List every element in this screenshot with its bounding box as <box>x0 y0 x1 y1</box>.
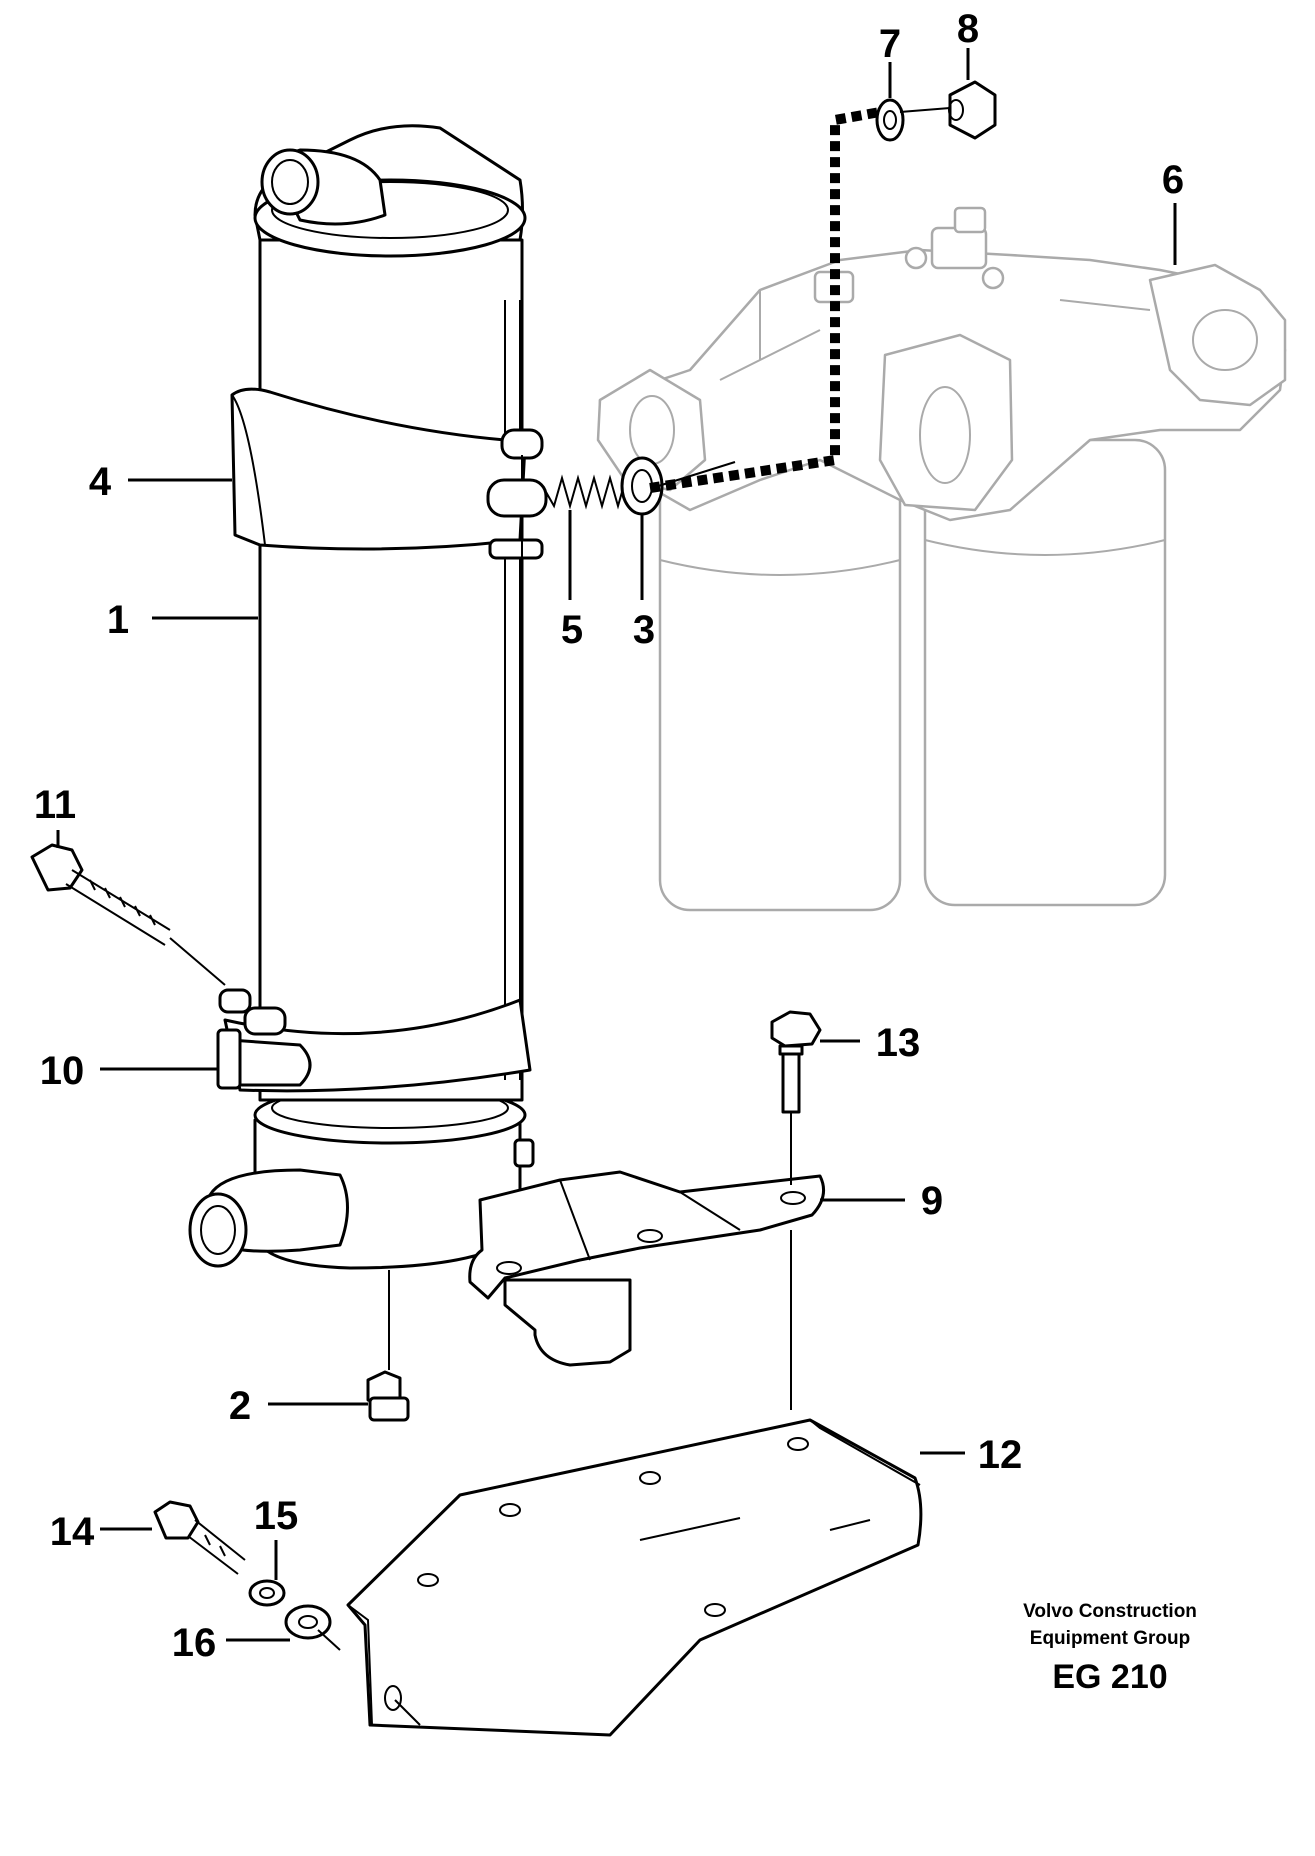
nut-8 <box>899 80 997 140</box>
callout-11: 11 <box>34 783 76 827</box>
callout-9: 9 <box>921 1179 943 1223</box>
washer-7 <box>875 98 905 142</box>
callout-1: 1 <box>107 598 129 642</box>
washer-15 <box>248 1579 286 1607</box>
spring-and-bolt <box>486 474 653 518</box>
callout-8: 8 <box>957 7 979 51</box>
plate-12 <box>346 1418 923 1737</box>
callout-10: 10 <box>40 1049 85 1093</box>
callout-14: 14 <box>50 1510 95 1554</box>
callout-2: 2 <box>229 1384 251 1428</box>
callout-3: 3 <box>633 608 655 652</box>
publisher-line-1: Volvo Construction <box>1023 1601 1197 1622</box>
leader-lines <box>56 48 1177 1642</box>
callout-labels: 1 2 3 4 5 6 7 8 9 10 11 12 13 14 15 16 <box>34 7 1184 1665</box>
bracket-9 <box>468 1170 826 1367</box>
callout-6: 6 <box>1162 158 1184 202</box>
publisher-line-2: Equipment Group <box>1029 1628 1191 1649</box>
callout-5: 5 <box>561 608 583 652</box>
filter-housing-background <box>596 206 1287 912</box>
callout-4: 4 <box>89 460 112 504</box>
plug-2 <box>366 1270 410 1422</box>
callout-12: 12 <box>978 1433 1023 1477</box>
callout-7: 7 <box>879 22 901 66</box>
callout-15: 15 <box>254 1494 299 1538</box>
diagram-code: EG 210 <box>1052 1658 1168 1696</box>
callout-16: 16 <box>172 1621 217 1665</box>
bolt-13 <box>770 1010 822 1410</box>
washer-16 <box>284 1604 341 1651</box>
publisher-block: Volvo Construction Equipment Group EG 21… <box>975 1598 1245 1700</box>
washer-3 <box>620 456 736 516</box>
oil-cooler-body <box>188 124 544 1270</box>
callout-13: 13 <box>876 1021 921 1065</box>
bolt-14 <box>153 1500 246 1575</box>
hatched-pipe <box>649 107 881 493</box>
bolt-11 <box>30 843 226 986</box>
